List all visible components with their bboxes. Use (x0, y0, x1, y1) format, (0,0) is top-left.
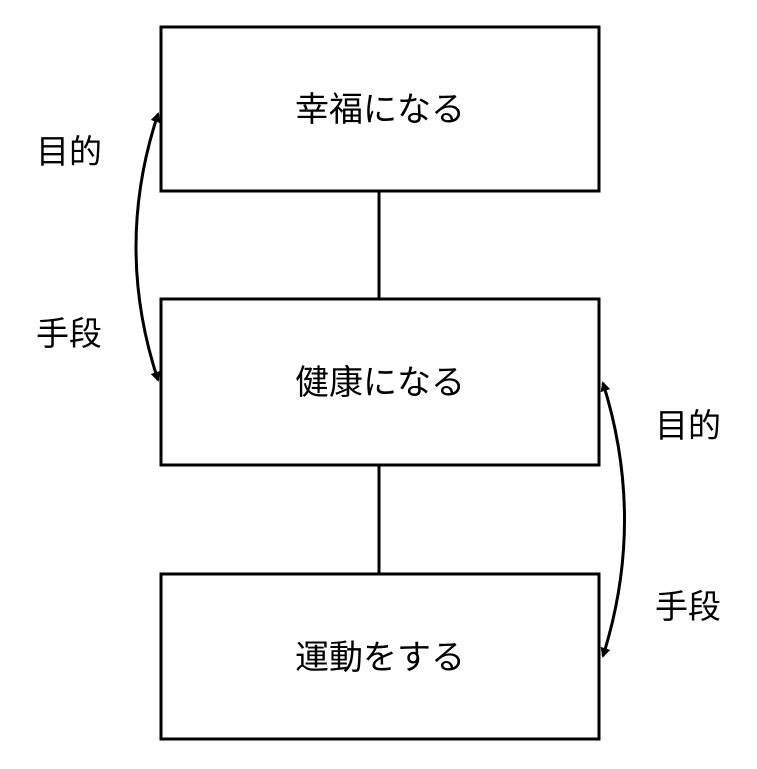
box-bottom: 運動をする (159, 572, 601, 741)
lower-double-arrow (600, 381, 626, 658)
box-middle-label: 健康になる (295, 363, 465, 403)
lower-end-label: 目的 (655, 406, 721, 445)
upper-double-arrow (134, 112, 161, 382)
box-top-label: 幸福になる (295, 90, 465, 130)
box-middle: 健康になる (159, 297, 601, 467)
box-top-frame (159, 25, 601, 193)
lower-means-label: 手段 (655, 587, 721, 626)
upper-means-label: 手段 (36, 314, 102, 353)
box-top: 幸福になる (159, 25, 601, 193)
box-middle-frame (159, 297, 601, 467)
box-bottom-label: 運動をする (295, 638, 465, 678)
upper-end-label: 目的 (36, 132, 102, 171)
box-bottom-frame (159, 572, 601, 741)
